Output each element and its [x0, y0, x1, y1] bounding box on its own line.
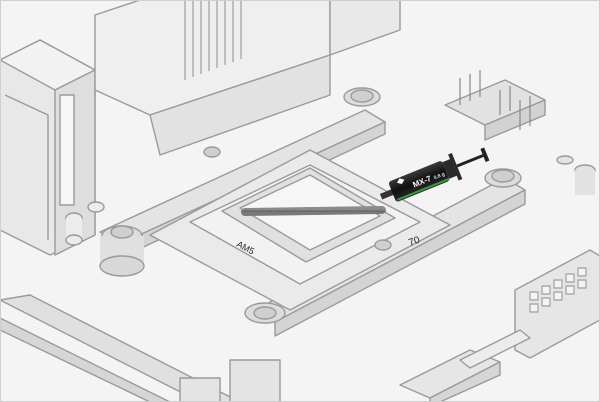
screws [110, 89, 515, 320]
sata-connectors [179, 329, 531, 402]
vrm-heatsink [94, 0, 401, 156]
io-shield-block [0, 39, 96, 256]
thermal-paste-x-pattern [241, 174, 386, 262]
pin-headers-right [444, 70, 596, 195]
pcie-slot [0, 294, 241, 402]
thermal-paste-syringe-icon: MX-7 0.8 g [379, 147, 490, 202]
syringe-amount-label: 0.8 g [433, 171, 446, 181]
atx-power-connector [514, 249, 600, 359]
socket-mark: 70 [407, 235, 422, 249]
capacitors-left [65, 201, 105, 246]
